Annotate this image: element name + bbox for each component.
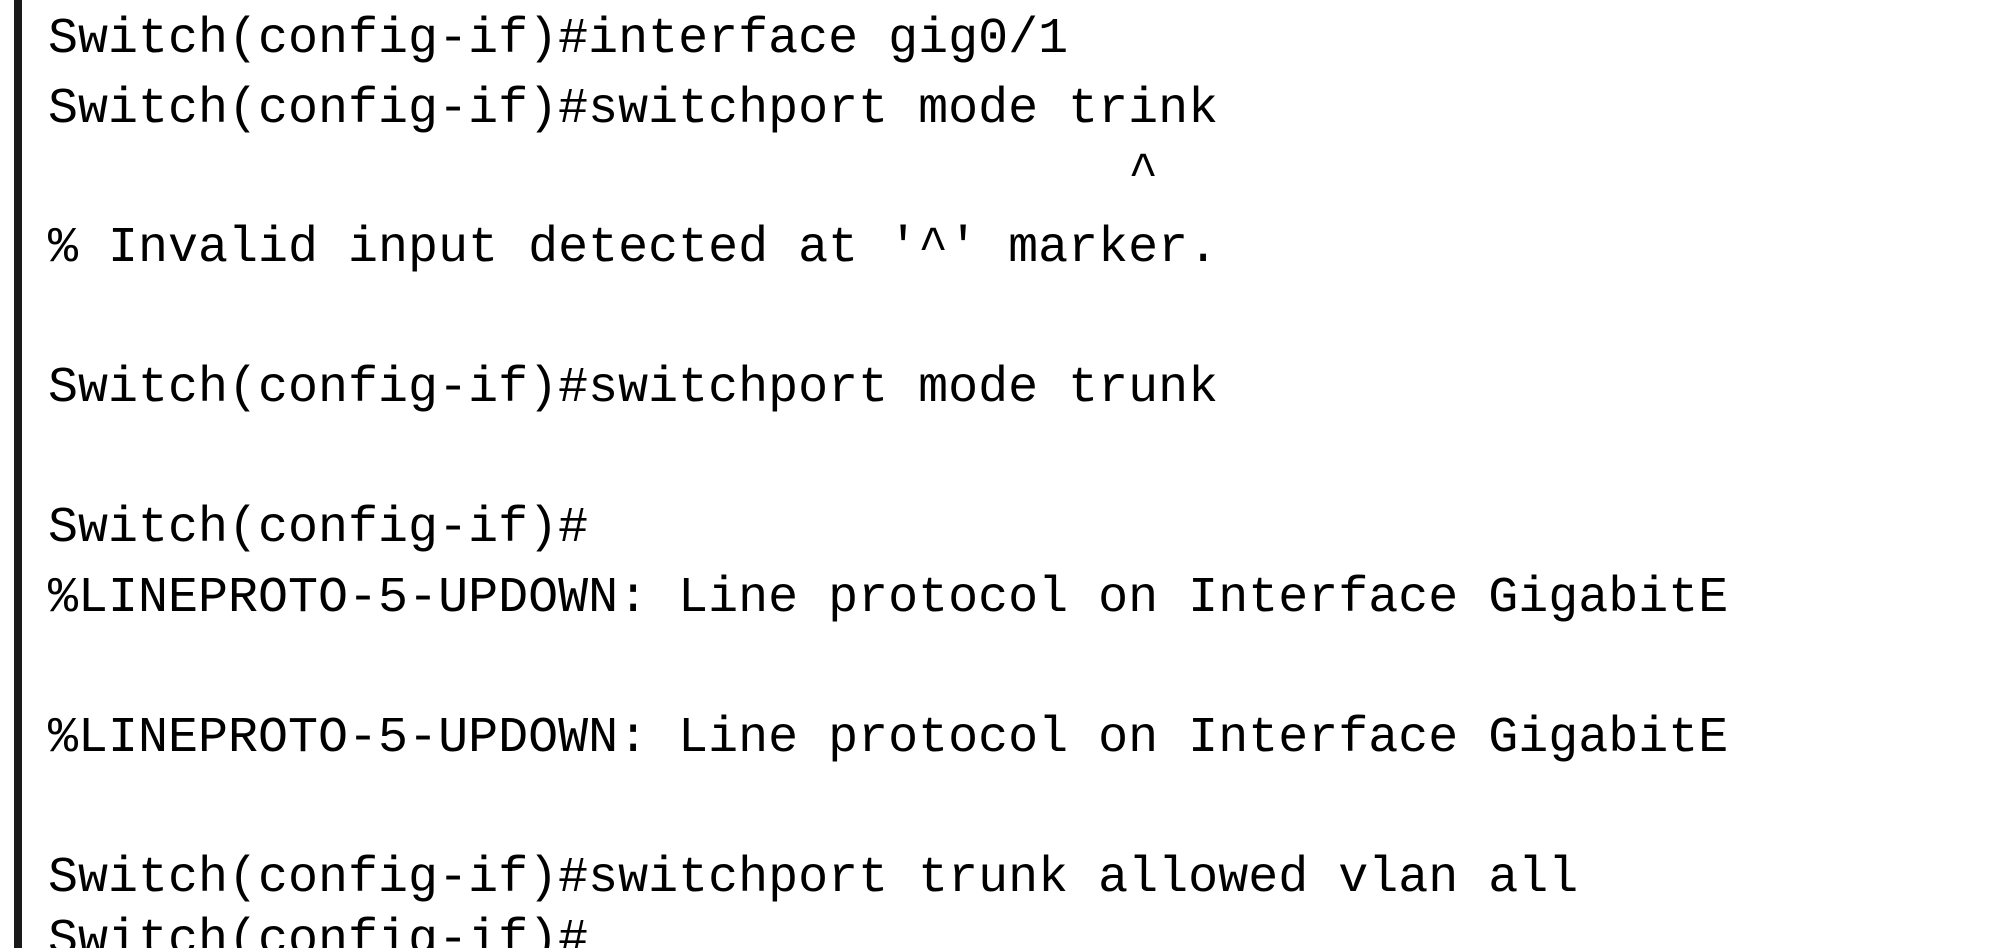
terminal-line: Switch(config-if)#interface gig0/1 — [48, 11, 1069, 68]
error-caret: ^ — [48, 146, 1159, 203]
terminal-line: Switch(config-if)#switchport trunk allow… — [48, 850, 1579, 907]
terminal-line: Switch(config-if)#switchport mode trunk — [48, 360, 1219, 417]
command-prompt[interactable]: Switch(config-if)# — [48, 912, 589, 948]
error-message: % Invalid input detected at '^' marker. — [48, 220, 1219, 277]
log-message: %LINEPROTO-5-UPDOWN: Line protocol on In… — [48, 570, 1729, 627]
terminal-line: Switch(config-if)#switchport mode trink — [48, 81, 1219, 138]
terminal-line: Switch(config-if)# — [48, 500, 589, 557]
window-border — [14, 0, 22, 948]
terminal-output[interactable]: Switch(config-if)#interface gig0/1 Switc… — [48, 0, 2000, 948]
log-message: %LINEPROTO-5-UPDOWN: Line protocol on In… — [48, 710, 1729, 767]
